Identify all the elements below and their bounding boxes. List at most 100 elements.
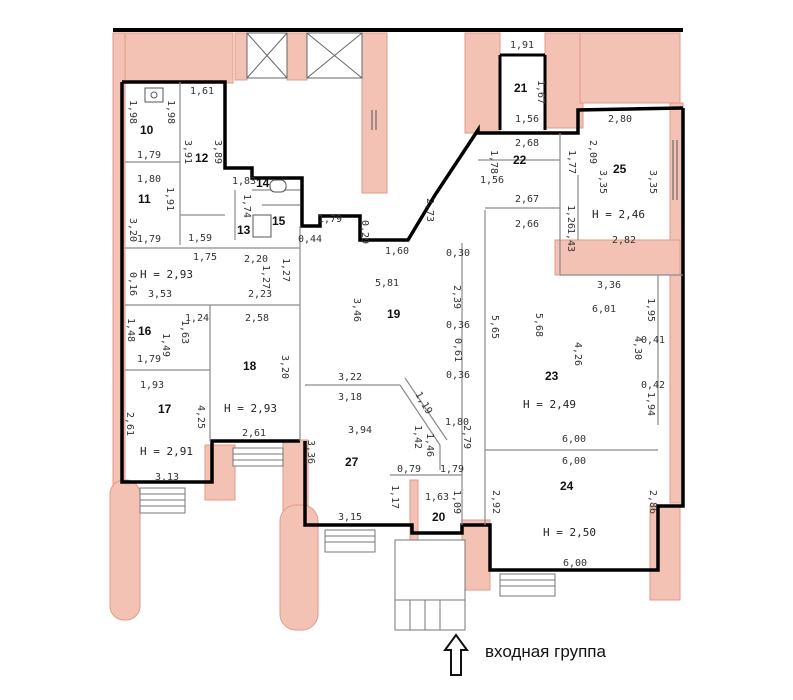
dimension-label: 3,36 [597, 280, 621, 291]
dimension-label: 0,36 [446, 320, 470, 331]
dimension-label: 6,00 [562, 456, 586, 467]
dimension-label: 4,25 [195, 405, 206, 429]
ceiling-height: H = 2,46 [592, 208, 645, 221]
dimension-label: 2,80 [608, 114, 632, 125]
room-number-18: 18 [243, 359, 257, 373]
dimension-label: 2,92 [490, 490, 501, 514]
dimension-label: 2,61 [124, 412, 135, 436]
entrance-arrow-icon [443, 633, 469, 676]
dimension-label: 6,00 [563, 558, 587, 569]
dimension-label: 6,01 [592, 304, 616, 315]
room-number-16: 16 [138, 324, 152, 338]
dimension-label: 2,67 [515, 194, 539, 205]
dimension-label: 1,48 [125, 318, 136, 342]
ceiling-height: H = 2,49 [523, 398, 576, 411]
dimension-label: 3,15 [338, 512, 362, 523]
dimension-label: 1,75 [193, 252, 217, 263]
apartment-outline [122, 80, 684, 242]
dimension-label: 5,68 [533, 313, 544, 337]
dimension-label: 1,19 [412, 390, 434, 416]
dimension-label: 2,09 [587, 140, 598, 164]
room-number-17: 17 [158, 402, 172, 416]
dimension-label: 1,46 [424, 433, 435, 457]
dimension-label: 3,89 [212, 140, 223, 164]
dimension-label: 1,49 [160, 333, 171, 357]
walls [109, 32, 684, 631]
dimension-label: 3,35 [597, 170, 608, 194]
dimension-label: 2,23 [248, 289, 272, 300]
room-number-22: 22 [513, 153, 527, 167]
dimension-label: 1,27 [280, 258, 291, 282]
dimension-label: 1,56 [515, 114, 539, 125]
dimension-label: 1,43 [565, 228, 576, 252]
dimension-label: 2,39 [451, 285, 462, 309]
room-number-10: 10 [140, 123, 154, 137]
dimension-label: 2,61 [242, 428, 266, 439]
dimension-label: 1,17 [389, 485, 400, 509]
room-number-27: 27 [345, 455, 359, 469]
dimension-label: 2,66 [515, 219, 539, 230]
dimension-label: 1,26 [565, 205, 576, 229]
dimension-label: 1,56 [480, 175, 504, 186]
dimension-label: 0,41 [641, 335, 665, 346]
dimension-label: 5,81 [375, 278, 399, 289]
dimension-label: 0,29 [359, 220, 370, 244]
entrance-steps [139, 447, 556, 631]
dimension-label: 1,79 [318, 214, 342, 225]
dimension-label: 1,98 [165, 100, 176, 124]
dimension-label: 1,93 [140, 380, 164, 391]
dimension-label: 1,79 [137, 354, 161, 365]
dimension-label: 0,79 [397, 464, 421, 475]
apartment-outline-left [120, 82, 300, 484]
dimension-label: 3,20 [127, 218, 138, 242]
dimension-label: 3,53 [148, 289, 172, 300]
dimension-label: 0,42 [641, 380, 665, 391]
dimension-label: 3,22 [338, 372, 362, 383]
dimension-label: 1,78 [488, 150, 499, 174]
dimension-label: 3,20 [279, 355, 290, 379]
dimension-label: 2,73 [424, 198, 435, 222]
dimension-label: 1,24 [185, 313, 209, 324]
dimension-label: 2,86 [647, 490, 658, 514]
dimension-label: 2,58 [245, 313, 269, 324]
dimension-label: 1,91 [510, 40, 534, 51]
dimension-label: 2,68 [515, 138, 539, 149]
dimension-label: 3,35 [647, 170, 658, 194]
room-number-15: 15 [272, 214, 286, 228]
dimension-label: 0,61 [452, 338, 463, 362]
room-number-23: 23 [545, 369, 559, 383]
dimension-label: 3,36 [305, 440, 316, 464]
ceiling-height: H = 2,91 [140, 445, 193, 458]
dimension-label: 1,79 [440, 464, 464, 475]
ceiling-height: H = 2,50 [543, 526, 596, 539]
room-number-14: 14 [256, 176, 270, 190]
dimension-label: 5,65 [489, 315, 500, 339]
dimension-label: 0,36 [446, 370, 470, 381]
dimension-label: 3,91 [182, 140, 193, 164]
dimension-label: 1,79 [137, 234, 161, 245]
dimension-label: 1,91 [164, 187, 175, 211]
dimension-label: 1,09 [451, 490, 462, 514]
dimension-label: 1,61 [190, 86, 214, 97]
elevator-shafts [246, 32, 363, 79]
apartment-outline-bottom [303, 108, 685, 572]
room-number-21: 21 [514, 81, 528, 95]
entrance-label: входная группа [485, 642, 606, 661]
dimension-label: 1,59 [188, 233, 212, 244]
ceiling-height: H = 2,93 [140, 268, 193, 281]
partitions [125, 82, 683, 525]
windows [371, 110, 678, 200]
dimension-label: 1,27 [260, 265, 271, 289]
dimension-label: 1,67 [535, 80, 546, 104]
dimension-label: 4,30 [632, 336, 643, 360]
dimension-label: 3,13 [155, 472, 179, 483]
room-number-19: 19 [387, 307, 401, 321]
dimension-label: 3,46 [351, 298, 362, 322]
sanitary-fixtures [144, 87, 287, 238]
dimension-label: 1,74 [241, 194, 252, 218]
dimension-label: 1,94 [645, 392, 656, 416]
